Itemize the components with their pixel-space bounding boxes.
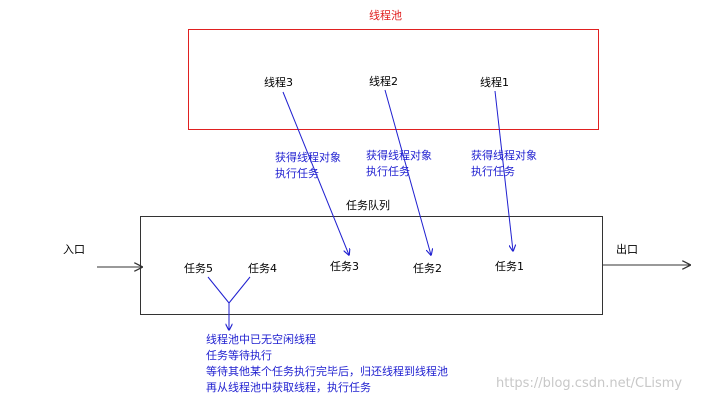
connector-task5 (207, 276, 230, 304)
waiting-note-line: 线程池中已无空闲线程 (206, 333, 316, 346)
thread-label-2: 线程2 (369, 75, 398, 88)
arrow-thread2-task2 (384, 89, 431, 255)
fetch-note-line: 执行任务 (471, 165, 515, 178)
waiting-note-line: 任务等待执行 (206, 349, 272, 362)
connector-task4 (228, 276, 251, 304)
fetch-note-line: 获得线程对象 (471, 149, 537, 162)
task-label-1: 任务1 (495, 260, 524, 273)
task-label-5: 任务5 (184, 262, 213, 275)
task-queue-title: 任务队列 (346, 199, 390, 212)
arrow-thread3-task3 (282, 91, 349, 255)
fetch-note-1: 获得线程对象 执行任务 (275, 150, 341, 182)
waiting-note-line: 等待其他某个任务执行完毕后，归还线程到线程池 (206, 365, 448, 378)
fetch-note-3: 获得线程对象 执行任务 (471, 148, 537, 180)
thread-label-3: 线程3 (264, 76, 293, 89)
thread-pool-box (188, 29, 599, 130)
task-label-4: 任务4 (248, 262, 277, 275)
task-label-3: 任务3 (330, 260, 359, 273)
task-label-2: 任务2 (413, 262, 442, 275)
fetch-note-line: 执行任务 (275, 167, 319, 180)
arrow-thread1-task1 (494, 90, 513, 251)
thread-pool-title: 线程池 (369, 9, 402, 22)
fetch-note-line: 执行任务 (366, 165, 410, 178)
waiting-note-line: 再从线程池中获取线程，执行任务 (206, 381, 371, 394)
entry-label: 入口 (63, 243, 85, 256)
watermark: https://blog.csdn.net/CLismy (496, 376, 683, 391)
fetch-note-line: 获得线程对象 (366, 149, 432, 162)
thread-label-1: 线程1 (480, 76, 509, 89)
fetch-note-2: 获得线程对象 执行任务 (366, 148, 432, 180)
fetch-note-line: 获得线程对象 (275, 151, 341, 164)
waiting-note: 线程池中已无空闲线程 任务等待执行 等待其他某个任务执行完毕后，归还线程到线程池… (206, 332, 448, 396)
exit-label: 出口 (616, 243, 638, 256)
